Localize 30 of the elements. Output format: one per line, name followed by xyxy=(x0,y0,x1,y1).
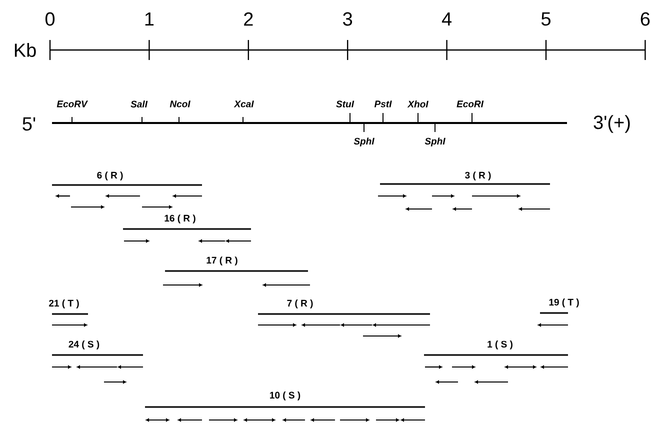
clone-label: 1 ( S ) xyxy=(488,340,512,350)
clone-label: 10 ( S ) xyxy=(270,392,300,400)
clone-label: 24 ( S ) xyxy=(68,340,100,350)
scale-number: 5 xyxy=(541,12,550,26)
clone-label: 19 ( T ) xyxy=(549,298,579,308)
enzyme-label: PstI xyxy=(374,100,392,108)
clone-label: 3 ( R ) xyxy=(465,172,491,180)
enzyme-label: EcoRV xyxy=(56,100,88,108)
clone-label: 17 ( R ) xyxy=(206,256,238,266)
enzyme-label: EcoRI xyxy=(456,100,484,108)
scale-number: 1 xyxy=(145,12,154,26)
enzyme-label: SalI xyxy=(130,100,148,108)
strand-end-label: 5' xyxy=(22,117,36,131)
scale-unit: Kb xyxy=(14,43,36,57)
clone-label: 16 ( R ) xyxy=(164,214,196,224)
enzyme-label: XcaI xyxy=(234,100,254,108)
enzyme-label: StuI xyxy=(336,100,354,108)
clone-label: 6 ( R ) xyxy=(97,172,123,180)
scale-number: 2 xyxy=(244,12,253,26)
scale-number: 4 xyxy=(442,12,452,26)
clone-label: 21 ( T ) xyxy=(49,300,79,308)
enzyme-label: SphI xyxy=(424,138,446,146)
enzyme-label: SphI xyxy=(354,138,374,146)
strand-end-label: 3'(+) xyxy=(594,115,630,133)
scale-number: 6 xyxy=(640,12,650,26)
scale-number: 0 xyxy=(45,12,55,26)
enzyme-label: NcoI xyxy=(170,100,190,108)
enzyme-label: XhoI xyxy=(407,100,428,108)
clone-label: 7 ( R ) xyxy=(287,300,313,308)
scale-number: 3 xyxy=(343,12,352,26)
